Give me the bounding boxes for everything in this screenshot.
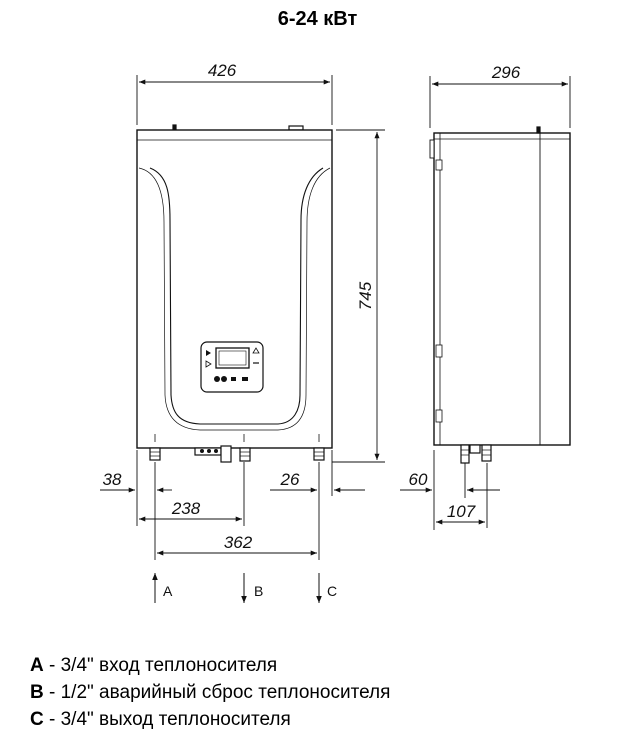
legend-letter: B [30, 682, 44, 703]
control-display [215, 347, 250, 369]
dim-right-offset: 26 [280, 470, 300, 489]
legend-item-a: A - 3/4" вход теплоносителя [30, 652, 390, 679]
diagram-title: 6-24 кВт [277, 8, 358, 30]
dim-height: 745 [356, 281, 375, 310]
dim-a-to-b: 238 [171, 499, 201, 518]
side-view [429, 126, 571, 464]
flow-label-b: B [254, 583, 263, 599]
dim-side-pipe: 107 [447, 502, 476, 521]
flow-label-a: A [163, 583, 173, 599]
boiler-body-front [136, 129, 333, 449]
side-dimensions [400, 76, 571, 530]
flow-arrows [152, 573, 322, 603]
front-view [136, 124, 333, 463]
legend-letter: A [30, 655, 44, 676]
boiler-body-side [433, 132, 571, 446]
dim-front-width: 426 [208, 61, 237, 80]
legend-text: - 3/4" выход теплоносителя [43, 709, 291, 730]
dim-a-to-c: 362 [224, 533, 253, 552]
legend: A - 3/4" вход теплоносителя B - 1/2" ава… [30, 652, 390, 733]
front-dimensions [100, 75, 385, 560]
front-panel-outline [149, 167, 324, 425]
legend-item-c: C - 3/4" выход теплоносителя [30, 706, 390, 733]
flow-label-c: C [327, 583, 337, 599]
legend-text: - 3/4" вход теплоносителя [43, 655, 278, 676]
dim-side-depth: 296 [491, 63, 521, 82]
legend-text: - 1/2" аварийный сброс теплоносителя [43, 682, 391, 703]
legend-letter: C [30, 709, 44, 730]
dim-side-offset: 60 [409, 470, 428, 489]
dim-left-offset: 38 [103, 470, 122, 489]
legend-item-b: B - 1/2" аварийный сброс теплоносителя [30, 679, 390, 706]
